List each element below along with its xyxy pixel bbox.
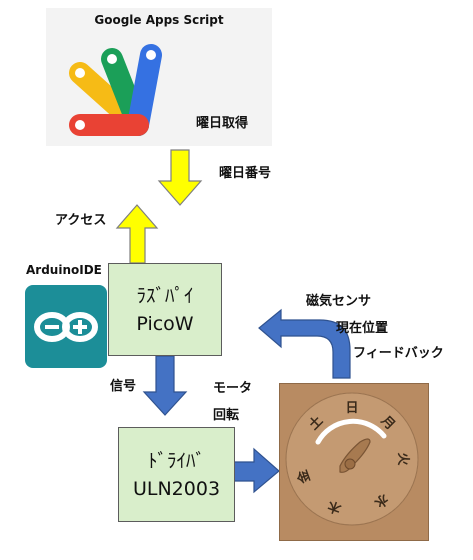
gas-action-label: 曜日取得 xyxy=(196,116,249,131)
weekday-number-label: 曜日番号 xyxy=(219,166,272,181)
access-arrow xyxy=(115,204,159,264)
pico-model: PicoW xyxy=(136,312,194,335)
motor-label-line2: 回転 xyxy=(213,408,240,423)
motor-label-line1: モータ xyxy=(213,381,253,396)
dial-weekday-label: 木 xyxy=(325,497,345,517)
signal-arrow xyxy=(142,355,188,416)
dial-weekday-label: 火 xyxy=(395,452,410,466)
gas-title: Google Apps Script xyxy=(94,13,224,27)
weekday-dial-photo: 日月火水木金土 xyxy=(279,383,429,541)
sensor-label-line1: 磁気センサ xyxy=(306,294,372,309)
google-apps-script-panel: Google Apps Script 曜日取得 xyxy=(46,8,272,146)
access-label: アクセス xyxy=(55,213,107,228)
arduino-ide-logo-icon xyxy=(25,285,107,368)
pico-title: ﾗｽﾞﾊﾟｲ xyxy=(136,284,194,307)
arduino-ide-label: ArduinoIDE xyxy=(26,263,102,277)
sensor-label-line2: 現在位置 xyxy=(336,321,389,336)
driver-model: ULN2003 xyxy=(132,477,221,500)
sensor-label-line3: フィードバック xyxy=(353,346,444,361)
dial-pointer-icon xyxy=(339,438,371,473)
driver-box: ﾄﾞﾗｲﾊﾞ ULN2003 xyxy=(118,427,235,522)
dial-weekday-label: 日 xyxy=(345,401,358,416)
feedback-arrow xyxy=(258,308,351,379)
weekday-arrow xyxy=(157,149,203,206)
signal-label: 信号 xyxy=(110,379,137,394)
motor-arrow xyxy=(233,447,280,494)
pico-w-box: ﾗｽﾞﾊﾟｲ PicoW xyxy=(108,263,222,356)
dial-weekday-label: 金 xyxy=(294,467,314,487)
google-apps-script-logo-icon xyxy=(69,44,162,136)
driver-title: ﾄﾞﾗｲﾊﾞ xyxy=(147,449,205,472)
